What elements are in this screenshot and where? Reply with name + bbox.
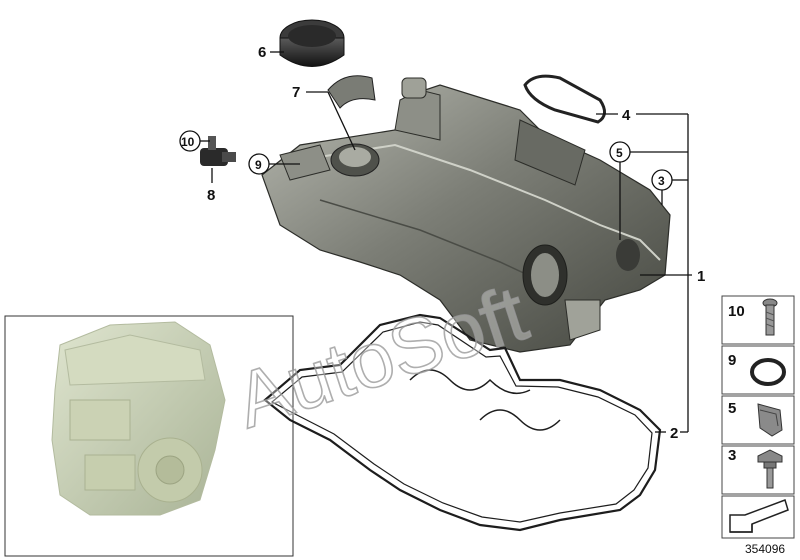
svg-text:4: 4	[622, 107, 631, 124]
svg-text:2: 2	[670, 425, 678, 442]
screw-icon	[757, 449, 783, 489]
filler-seal[interactable]	[327, 75, 376, 109]
diagram-number: 354096	[745, 542, 785, 556]
clip-icon	[757, 403, 783, 437]
svg-text:10: 10	[181, 135, 195, 149]
legend-item-screw[interactable]: 3	[721, 445, 795, 495]
callout-4: 4	[596, 107, 688, 124]
cover-gasket[interactable]	[263, 313, 662, 532]
sensor-part[interactable]	[200, 136, 236, 166]
legend-item-clip[interactable]: 5	[721, 395, 795, 445]
svg-text:9: 9	[255, 158, 262, 172]
svg-text:1: 1	[697, 268, 705, 285]
svg-text:3: 3	[728, 447, 736, 464]
legend-item-arrow[interactable]	[721, 495, 795, 539]
svg-text:3: 3	[658, 174, 665, 188]
o-ring-icon	[750, 358, 786, 386]
svg-text:8: 8	[207, 187, 215, 204]
legend-item-o-ring[interactable]: 9	[721, 345, 795, 395]
svg-text:10: 10	[728, 303, 745, 320]
parts-legend: 10 9 5 3	[721, 295, 795, 539]
svg-text:7: 7	[292, 84, 300, 101]
callout-10: 10	[179, 130, 210, 152]
callout-6: 6	[258, 44, 284, 61]
engine-block-icon	[51, 321, 226, 516]
bolt-icon	[762, 298, 778, 336]
watermark: AutoSoft	[225, 268, 537, 444]
svg-text:5: 5	[728, 400, 736, 417]
callout-3: 3	[651, 169, 688, 205]
engine-overview-thumbnail[interactable]	[4, 315, 294, 557]
callout-5: 5	[609, 141, 688, 240]
flange-gasket[interactable]	[523, 74, 606, 124]
callout-7: 7	[292, 84, 356, 151]
cylinder-head-cover[interactable]	[261, 77, 671, 353]
svg-text:6: 6	[258, 44, 266, 61]
oil-filler-cap[interactable]	[279, 19, 345, 67]
callout-1: 1	[640, 114, 705, 285]
callout-2: 2	[655, 275, 689, 442]
callout-9: 9	[248, 153, 300, 175]
arrow-icon	[729, 499, 789, 533]
legend-item-bolt[interactable]: 10	[721, 295, 795, 345]
svg-text:5: 5	[616, 146, 623, 160]
svg-text:9: 9	[728, 352, 736, 369]
callout-8: 8	[207, 168, 215, 204]
